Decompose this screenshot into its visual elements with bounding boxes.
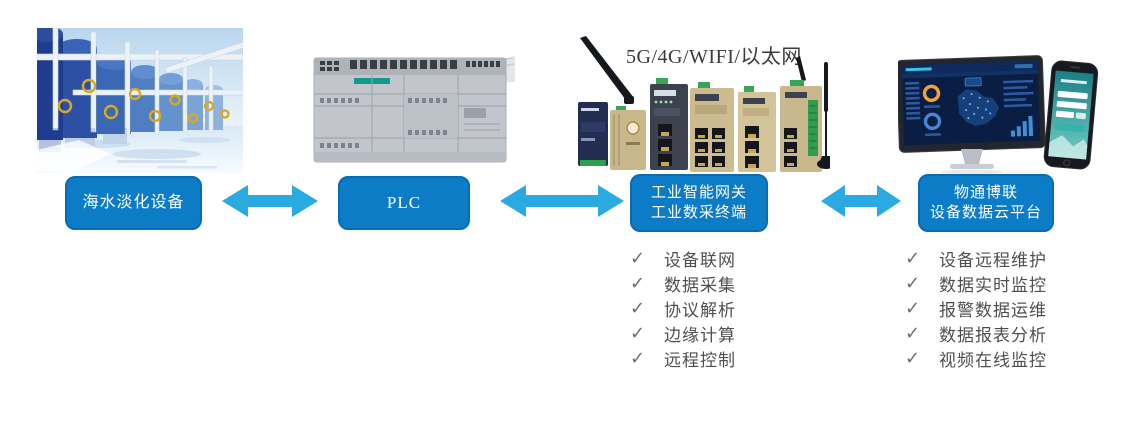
node-cloud: 物通博联 设备数据云平台 bbox=[918, 174, 1054, 232]
plc-display bbox=[464, 108, 486, 118]
gateway-device-6 bbox=[780, 56, 822, 172]
feature-item: ✓ 远程控制 bbox=[630, 346, 736, 371]
node-gateway-label-2: 工业数采终端 bbox=[650, 204, 747, 221]
login-button bbox=[1054, 122, 1085, 133]
gateway-device-4 bbox=[690, 82, 734, 172]
feature-item: ✓ 数据实时监控 bbox=[905, 271, 1047, 296]
mountain-art bbox=[1048, 135, 1088, 160]
check-icon: ✓ bbox=[905, 248, 921, 269]
check-icon: ✓ bbox=[630, 323, 646, 344]
feature-text: 数据实时监控 bbox=[939, 276, 1047, 295]
feature-item: ✓ 协议解析 bbox=[630, 296, 736, 321]
gauge-blue bbox=[923, 112, 942, 131]
feature-text: 协议解析 bbox=[664, 301, 736, 320]
feature-item: ✓ 报警数据运维 bbox=[905, 296, 1047, 321]
gauge-orange bbox=[922, 84, 941, 103]
feature-item: ✓ 数据报表分析 bbox=[905, 321, 1047, 346]
terminal-rows bbox=[320, 98, 447, 148]
node-cloud-label-1: 物通博联 bbox=[953, 184, 1018, 201]
node-plc-label: PLC bbox=[386, 193, 422, 212]
check-icon: ✓ bbox=[630, 348, 646, 369]
check-icon: ✓ bbox=[905, 273, 921, 294]
feature-text: 数据采集 bbox=[664, 276, 736, 295]
flow-arrow-2 bbox=[500, 184, 624, 218]
captcha-field bbox=[1055, 110, 1075, 119]
flow-arrow-3 bbox=[821, 184, 901, 218]
gateway-device-2 bbox=[610, 106, 646, 170]
node-gateway: 工业智能网关 工业数采终端 bbox=[630, 174, 768, 232]
check-icon: ✓ bbox=[905, 298, 921, 319]
feature-item: ✓ 数据采集 bbox=[630, 271, 736, 296]
check-icon: ✓ bbox=[630, 273, 646, 294]
login-title bbox=[1060, 78, 1087, 85]
feature-text: 远程控制 bbox=[664, 351, 736, 370]
feature-item: ✓ 设备联网 bbox=[630, 246, 736, 271]
gateway-device-3 bbox=[650, 78, 688, 170]
stat-lines bbox=[1003, 79, 1034, 108]
antenna-left bbox=[580, 36, 634, 104]
feature-item: ✓ 设备远程维护 bbox=[905, 246, 1047, 271]
ethernet-ports bbox=[745, 126, 759, 168]
check-icon: ✓ bbox=[630, 248, 646, 269]
cloud-feature-list: ✓ 设备远程维护 ✓ 数据实时监控 ✓ 报警数据运维 ✓ 数据报表分析 ✓ 视频… bbox=[905, 246, 1047, 371]
china-map bbox=[957, 77, 1000, 126]
check-icon: ✓ bbox=[905, 323, 921, 344]
whip-antenna bbox=[817, 62, 830, 169]
dashboard-monitor bbox=[898, 55, 1046, 153]
login-field-2 bbox=[1056, 100, 1087, 110]
ethernet-ports bbox=[658, 124, 672, 166]
login-field-1 bbox=[1057, 90, 1088, 100]
ethernet-ports-grid bbox=[695, 128, 725, 167]
feature-text: 视频在线监控 bbox=[939, 351, 1047, 370]
feature-text: 设备远程维护 bbox=[939, 251, 1047, 270]
desalination-photo bbox=[37, 28, 243, 173]
valve-wheels bbox=[57, 78, 230, 124]
node-gateway-label-1: 工业智能网关 bbox=[650, 184, 747, 201]
feature-text: 设备联网 bbox=[664, 251, 736, 270]
feature-item: ✓ 边缘计算 bbox=[630, 321, 736, 346]
gateway-devices-photo bbox=[572, 36, 830, 174]
monitor-stand bbox=[942, 149, 1002, 175]
mini-bar-chart bbox=[1010, 115, 1034, 137]
feature-item: ✓ 视频在线监控 bbox=[905, 346, 1047, 371]
gateway-device-5 bbox=[738, 86, 776, 172]
vent-slots bbox=[320, 60, 500, 71]
node-cloud-label-2: 设备数据云平台 bbox=[929, 204, 1042, 221]
cloud-platform-devices-photo bbox=[898, 52, 1104, 178]
node-plc: PLC bbox=[338, 176, 470, 230]
home-button bbox=[1063, 159, 1071, 167]
feature-text: 数据报表分析 bbox=[939, 326, 1047, 345]
plc-photo bbox=[308, 48, 515, 172]
node-desalination: 海水淡化设备 bbox=[65, 176, 202, 230]
mobile-phone bbox=[1043, 60, 1099, 170]
sidebar-menu bbox=[905, 81, 921, 120]
gateway-caption: 5G/4G/WIFI/以太网 bbox=[626, 46, 802, 68]
check-icon: ✓ bbox=[905, 348, 921, 369]
check-icon: ✓ bbox=[630, 298, 646, 319]
floor-reflections bbox=[37, 128, 231, 173]
feature-text: 边缘计算 bbox=[664, 326, 736, 345]
feature-text: 报警数据运维 bbox=[939, 301, 1047, 320]
captcha-code bbox=[1075, 112, 1087, 120]
ethernet-ports bbox=[784, 128, 797, 167]
gateway-device-1 bbox=[578, 102, 608, 166]
flow-arrow-1 bbox=[222, 184, 318, 218]
gateway-feature-list: ✓ 设备联网 ✓ 数据采集 ✓ 协议解析 ✓ 边缘计算 ✓ 远程控制 bbox=[630, 246, 736, 371]
node-desalination-label: 海水淡化设备 bbox=[82, 194, 185, 211]
